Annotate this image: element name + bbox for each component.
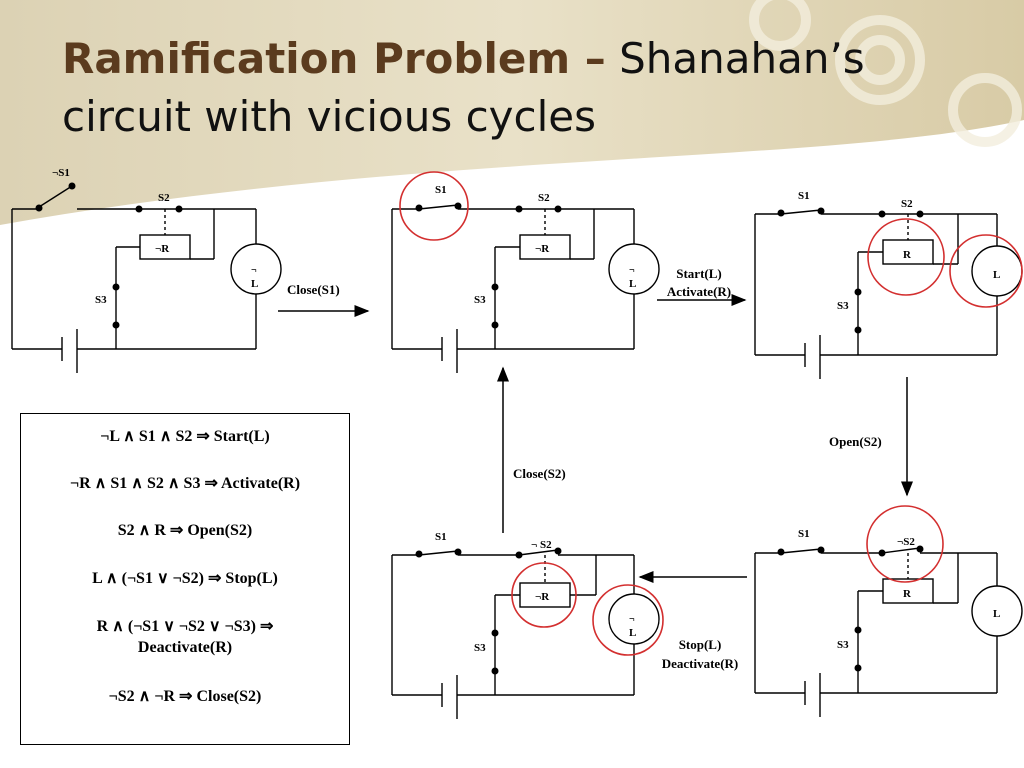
highlight-s1 bbox=[399, 171, 469, 241]
label-not-l: L bbox=[629, 627, 636, 639]
rules-box: ¬L ∧ S1 ∧ S2 ⇒ Start(L) ¬R ∧ S1 ∧ S2 ∧ S… bbox=[20, 413, 350, 745]
transition-close-s1: Close(S1) bbox=[287, 282, 340, 297]
circuit-s2-open-contacts bbox=[777, 545, 924, 672]
label-not-s1: ¬S1 bbox=[52, 167, 70, 179]
label-l: L bbox=[993, 608, 1000, 620]
circuit-l-r-off-contacts bbox=[415, 547, 562, 675]
transition-start-l: Start(L) bbox=[676, 266, 722, 281]
circuit-s1-closed-contacts bbox=[415, 202, 562, 329]
label-s2: S2 bbox=[901, 198, 913, 210]
transition-stop-l: Stop(L) bbox=[679, 637, 722, 652]
highlight-not-s2 bbox=[866, 505, 944, 583]
label-not-sign: ¬ bbox=[629, 614, 635, 625]
circuit-initial bbox=[11, 185, 282, 373]
label-s3: S3 bbox=[95, 294, 107, 306]
label-r: R bbox=[903, 588, 912, 600]
label-not-l: L bbox=[629, 278, 636, 290]
label-not-r: ¬R bbox=[535, 243, 550, 255]
label-s3: S3 bbox=[837, 300, 849, 312]
transition-close-s2: Close(S2) bbox=[513, 466, 566, 481]
title-band bbox=[0, 0, 1024, 225]
rule-close-s2: ¬S2 ∧ ¬R ⇒ Close(S2) bbox=[108, 688, 262, 705]
highlight-l bbox=[949, 234, 1023, 308]
label-s3: S3 bbox=[474, 294, 486, 306]
rule-deactivate-r-line1: R ∧ (¬S1 ∨ ¬S2 ∨ ¬S3) ⇒ bbox=[96, 618, 274, 635]
label-not-s2: ¬ S2 bbox=[531, 539, 552, 551]
highlight-not-l bbox=[592, 584, 664, 656]
circuit-l-r-active-contacts bbox=[777, 207, 924, 334]
label-s1: S1 bbox=[798, 528, 810, 540]
transition-activate-r: Activate(R) bbox=[667, 284, 731, 299]
circuit-l-r-active bbox=[754, 209, 1023, 379]
transition-open-s2: Open(S2) bbox=[829, 434, 882, 449]
swirl-decoration bbox=[749, 0, 1022, 147]
label-s1: S1 bbox=[435, 184, 447, 196]
circuit-l-r-off bbox=[391, 549, 660, 719]
label-r: R bbox=[903, 249, 912, 261]
circuit-s1-closed bbox=[391, 204, 660, 373]
label-not-r: ¬R bbox=[535, 591, 550, 603]
label-s1: S1 bbox=[798, 190, 810, 202]
label-s1: S1 bbox=[435, 531, 447, 543]
highlight-r bbox=[867, 218, 945, 296]
label-not-l: L bbox=[251, 278, 258, 290]
label-s2: S2 bbox=[538, 192, 550, 204]
label-s2: S2 bbox=[158, 192, 170, 204]
circuit-s2-open bbox=[754, 547, 1023, 717]
circuit-initial-contacts bbox=[35, 182, 183, 329]
label-not-r: ¬R bbox=[155, 243, 170, 255]
rule-start-l: ¬L ∧ S1 ∧ S2 ⇒ Start(L) bbox=[100, 428, 270, 445]
label-not-sign: ¬ bbox=[629, 265, 635, 276]
transition-deactivate-r: Deactivate(R) bbox=[662, 656, 739, 671]
title-emphasis: Ramification Problem – bbox=[62, 34, 606, 83]
label-not-s2: ¬S2 bbox=[897, 536, 915, 548]
label-s3: S3 bbox=[474, 642, 486, 654]
title-line-2: circuit with vicious cycles bbox=[62, 92, 597, 141]
title-rest: Shanahan’s bbox=[605, 34, 865, 83]
rule-stop-l: L ∧ (¬S1 ∨ ¬S2) ⇒ Stop(L) bbox=[92, 570, 278, 587]
slide-title: Ramification Problem – Shanahan’s circui… bbox=[62, 30, 865, 146]
highlight-not-r bbox=[511, 562, 577, 628]
title-line-1: Ramification Problem – Shanahan’s bbox=[62, 30, 865, 88]
label-not-sign: ¬ bbox=[251, 265, 257, 276]
rule-deactivate-r-line2: Deactivate(R) bbox=[137, 639, 233, 656]
label-s3: S3 bbox=[837, 639, 849, 651]
rule-activate-r: ¬R ∧ S1 ∧ S2 ∧ S3 ⇒ Activate(R) bbox=[69, 475, 301, 492]
label-l: L bbox=[993, 269, 1000, 281]
rule-open-s2: S2 ∧ R ⇒ Open(S2) bbox=[117, 522, 253, 539]
